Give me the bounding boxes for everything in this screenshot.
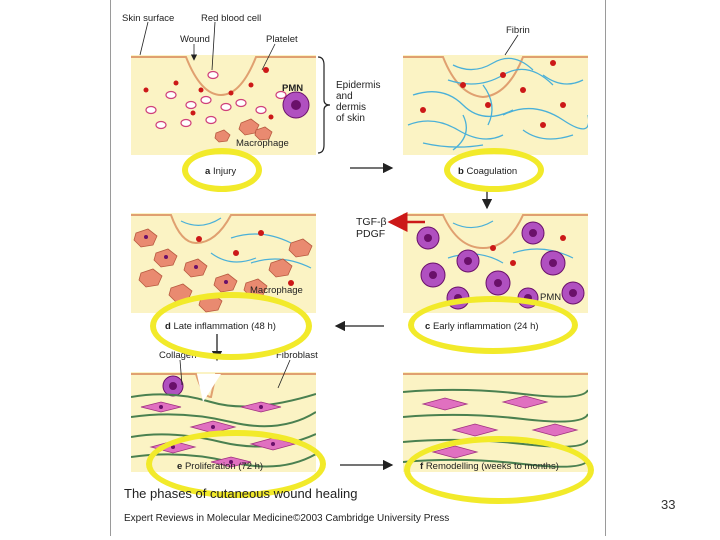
label-pdgf: PDGF [356, 228, 386, 240]
label-tgf-beta: TGF-β [356, 216, 387, 228]
panel-early-inflammation-art [403, 214, 588, 310]
label-fibrin: Fibrin [506, 25, 530, 36]
panel-coagulation [403, 55, 588, 155]
figure-credit: Expert Reviews in Molecular Medicine©200… [124, 513, 450, 524]
label-macrophage-d: Macrophage [250, 285, 303, 296]
epidermis-bracket [317, 56, 331, 154]
panel-injury-art [131, 56, 316, 143]
label-fibroblast: Fibroblast [276, 350, 318, 361]
panel-injury [131, 55, 316, 155]
label-wound: Wound [180, 34, 210, 45]
label-macrophage-a: Macrophage [236, 138, 289, 149]
label-platelet: Platelet [266, 34, 298, 45]
page-number: 33 [661, 497, 676, 512]
highlight-oval-b [444, 148, 544, 192]
panel-coagulation-art [403, 56, 588, 151]
highlight-oval-a [182, 148, 262, 192]
label-red-blood-cell: Red blood cell [201, 13, 262, 24]
label-collagen: Collagen [159, 350, 197, 361]
highlight-oval-c [408, 296, 578, 354]
highlight-oval-d [150, 292, 312, 360]
figure-title: The phases of cutaneous wound healing [124, 486, 358, 501]
highlight-oval-e [146, 430, 326, 498]
label-pmn-a: PMN [282, 83, 304, 94]
label-skin-surface: Skin surface [122, 13, 175, 24]
highlight-oval-f [404, 436, 594, 504]
label-pmn-c: PMN [540, 292, 562, 303]
